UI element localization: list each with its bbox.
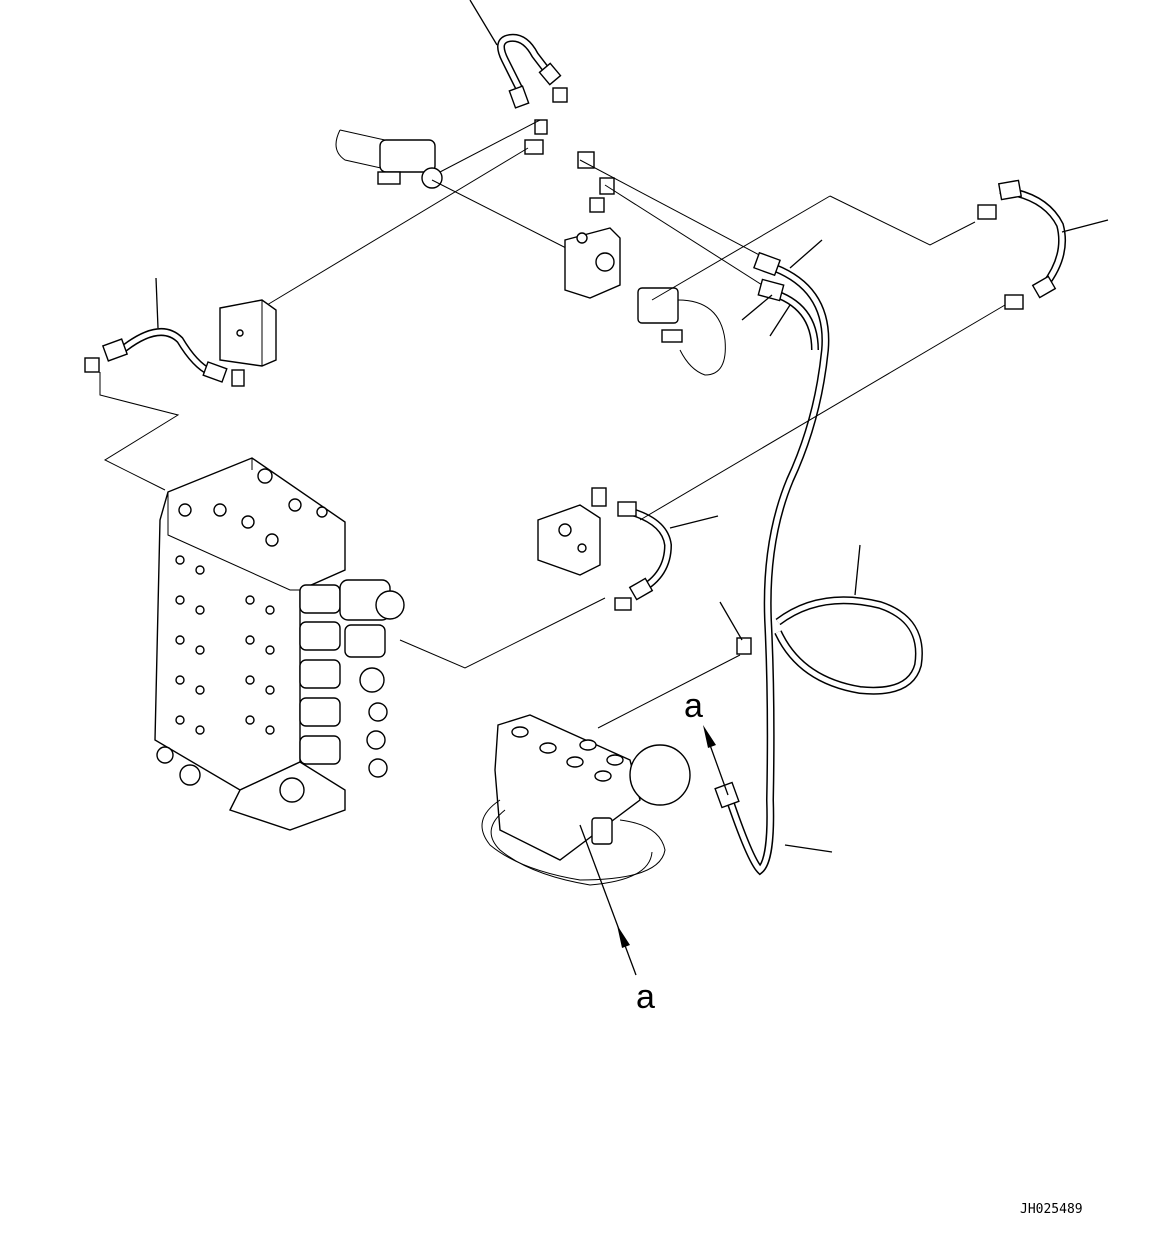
top-valve-assembly [261, 119, 571, 309]
pilot-valve-ports [511, 726, 624, 782]
valve-spools [299, 579, 405, 778]
middle-block-hose [399, 304, 1006, 669]
right-short-hose [977, 179, 1109, 310]
main-control-valve [154, 457, 405, 831]
view-label-a-upper: a [684, 687, 703, 725]
top-u-hose [469, 0, 568, 109]
drawing-code: JH025489 [1020, 1202, 1083, 1217]
center-solenoid-valve [564, 151, 976, 376]
left-block [99, 299, 277, 491]
view-label-a-lower: a [636, 978, 655, 1016]
left-hose [84, 277, 245, 387]
loop-hose [719, 544, 923, 695]
long-hose-bundle [714, 239, 833, 876]
pilot-valve-assembly [481, 654, 741, 976]
valve-ports [175, 555, 275, 735]
